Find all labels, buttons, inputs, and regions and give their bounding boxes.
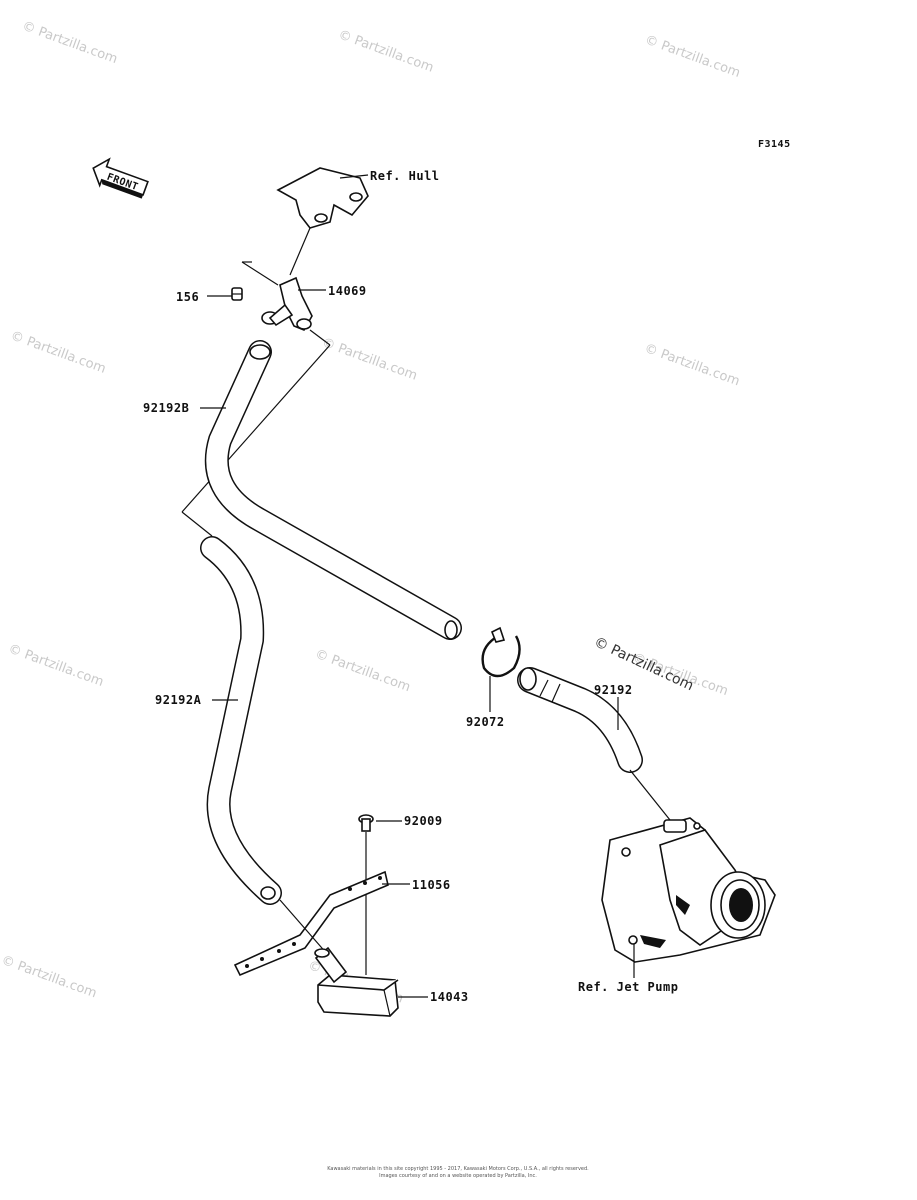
label-92072[interactable]: 92072 — [466, 715, 505, 729]
watermark-text: © Partzilla.com — [320, 335, 419, 383]
jet-pump — [601, 817, 776, 963]
figure-code: F3145 — [758, 139, 791, 150]
screw-92009 — [358, 814, 374, 832]
leader-ref-hull — [339, 174, 369, 179]
front-arrow-icon: FRONT — [92, 157, 149, 199]
label-ref-jet-pump[interactable]: Ref. Jet Pump — [578, 980, 678, 994]
hose-92192a — [200, 536, 282, 905]
guide-line — [629, 769, 671, 821]
hose-92192 — [517, 667, 643, 773]
fitting-14069 — [261, 276, 313, 332]
copyright-line-1: Kawasaki materials in this site copyrigh… — [327, 1166, 589, 1172]
watermark-text: © Partzilla.com — [336, 27, 435, 75]
guide-line — [181, 344, 331, 513]
watermark-text: © Partzilla.com — [642, 341, 741, 389]
watermark-text: © Partzilla.com — [0, 953, 99, 1001]
label-92192a[interactable]: 92192A — [155, 693, 202, 707]
label-11056[interactable]: 11056 — [412, 878, 451, 892]
label-14069[interactable]: 14069 — [328, 284, 367, 298]
label-92009[interactable]: 92009 — [404, 814, 443, 828]
copyright-line-2: Images courtesy of and on a website oper… — [379, 1173, 537, 1179]
watermark-text: © Partzilla.com — [8, 328, 107, 376]
guide-line — [241, 261, 279, 286]
label-ref-hull[interactable]: Ref. Hull — [370, 169, 440, 183]
bracket-11056 — [233, 870, 389, 977]
guide-line — [309, 329, 331, 346]
clamp-92072 — [481, 626, 521, 678]
label-156[interactable]: 156 — [176, 290, 199, 304]
watermark-text: © Partzilla.com — [643, 33, 742, 81]
watermark-text: © Partzilla.com — [20, 19, 119, 67]
filter-14043 — [314, 946, 399, 1017]
guide-line — [279, 899, 329, 956]
label-92192b[interactable]: 92192B — [143, 401, 189, 415]
hull-bracket — [276, 167, 369, 229]
bolt-156 — [231, 287, 243, 301]
label-92192[interactable]: 92192 — [594, 683, 633, 697]
hose-92192b — [204, 340, 462, 640]
label-14043[interactable]: 14043 — [430, 990, 469, 1004]
guide-line — [181, 511, 213, 537]
watermark-text: © Partzilla.com — [313, 647, 412, 695]
guide-line — [289, 227, 311, 276]
watermark-text: © Partzilla.com — [6, 642, 105, 690]
